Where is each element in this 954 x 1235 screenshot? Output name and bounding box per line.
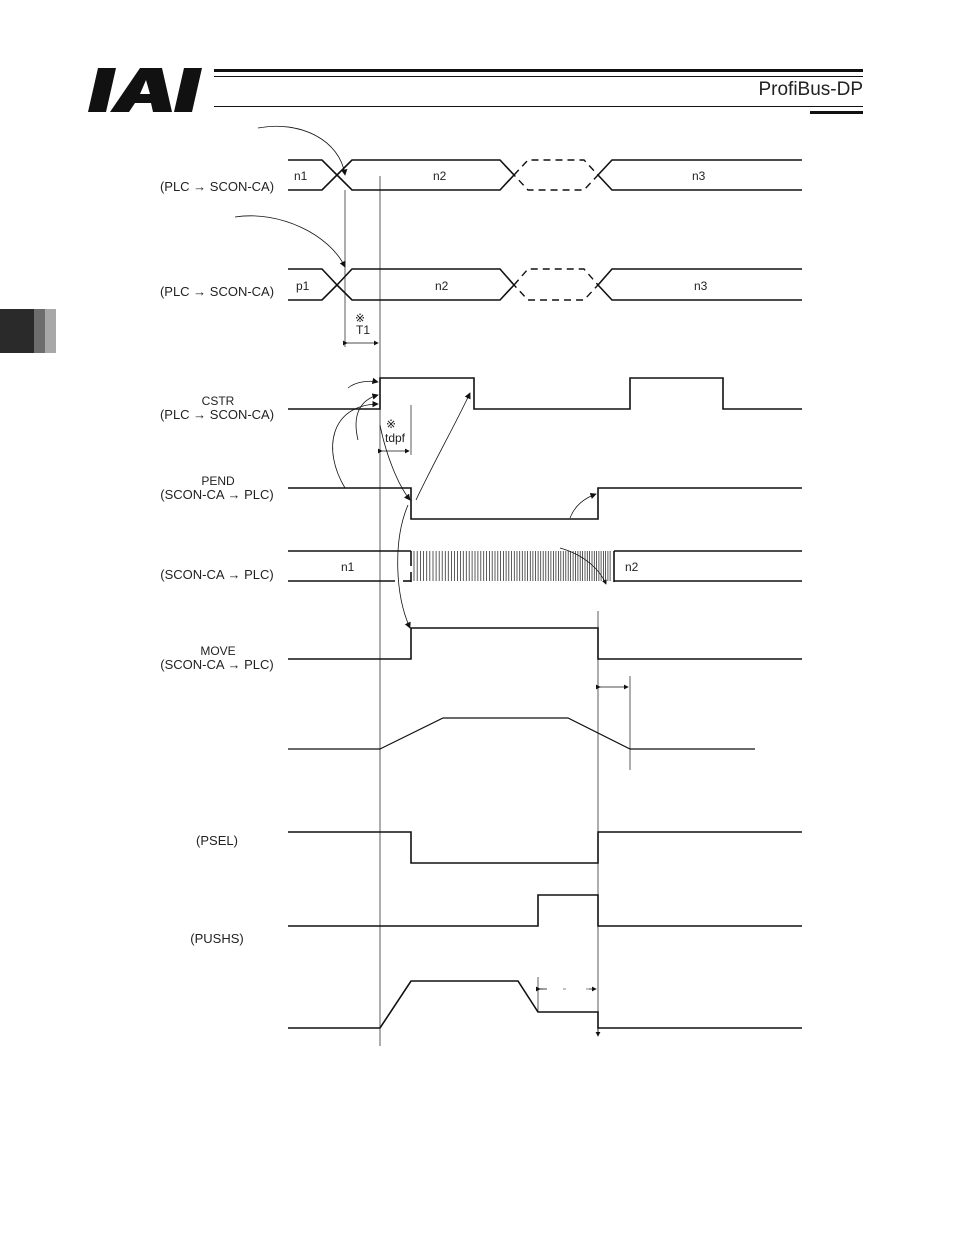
tdpf-symbol: ※ [386,417,396,431]
bus-row-2-dashed [514,269,598,300]
psel-waveform [288,832,802,863]
move-waveform [288,628,802,659]
cstr-waveform [288,378,802,409]
pushs-waveform [288,895,802,926]
reference-lines [345,176,630,1046]
row2-value-n2: n2 [435,279,449,293]
t1-label: T1 [356,323,370,337]
push-profile [288,981,802,1028]
cstr-name: CSTR [202,394,235,408]
psel-label: (PSEL) [196,833,238,848]
move-direction: (SCON-CA → PLC) [160,657,273,672]
row2-value-n3: n3 [694,279,708,293]
bus-row-5 [288,551,802,582]
row5-label: (SCON-CA → PLC) [160,567,273,582]
position-data-transition [414,551,610,581]
row1-label: (PLC → SCON-CA) [160,179,274,194]
row2-label: (PLC → SCON-CA) [160,284,274,299]
tdpf-label: tdpf [385,431,406,445]
pushs-label: (PUSHS) [190,931,243,946]
row5-value-n2: n2 [625,560,639,574]
bus-row-2 [288,269,802,300]
speed-profile [288,718,755,749]
row2-value-p1: p1 [296,279,310,293]
row1-value-n3: n3 [692,169,706,183]
row5-value-n1: n1 [341,560,355,574]
pend-name: PEND [201,474,235,488]
cstr-direction: (PLC → SCON-CA) [160,407,274,422]
bus-row-1-dashed [514,160,598,190]
row1-value-n2: n2 [433,169,447,183]
pend-direction: (SCON-CA → PLC) [160,487,273,502]
bus-row-1 [288,160,802,190]
pend-waveform [288,488,802,519]
move-name: MOVE [200,644,235,658]
row1-value-n1: n1 [294,169,308,183]
handshake-arrows [333,381,596,628]
row-annotation-arrows [235,126,345,267]
